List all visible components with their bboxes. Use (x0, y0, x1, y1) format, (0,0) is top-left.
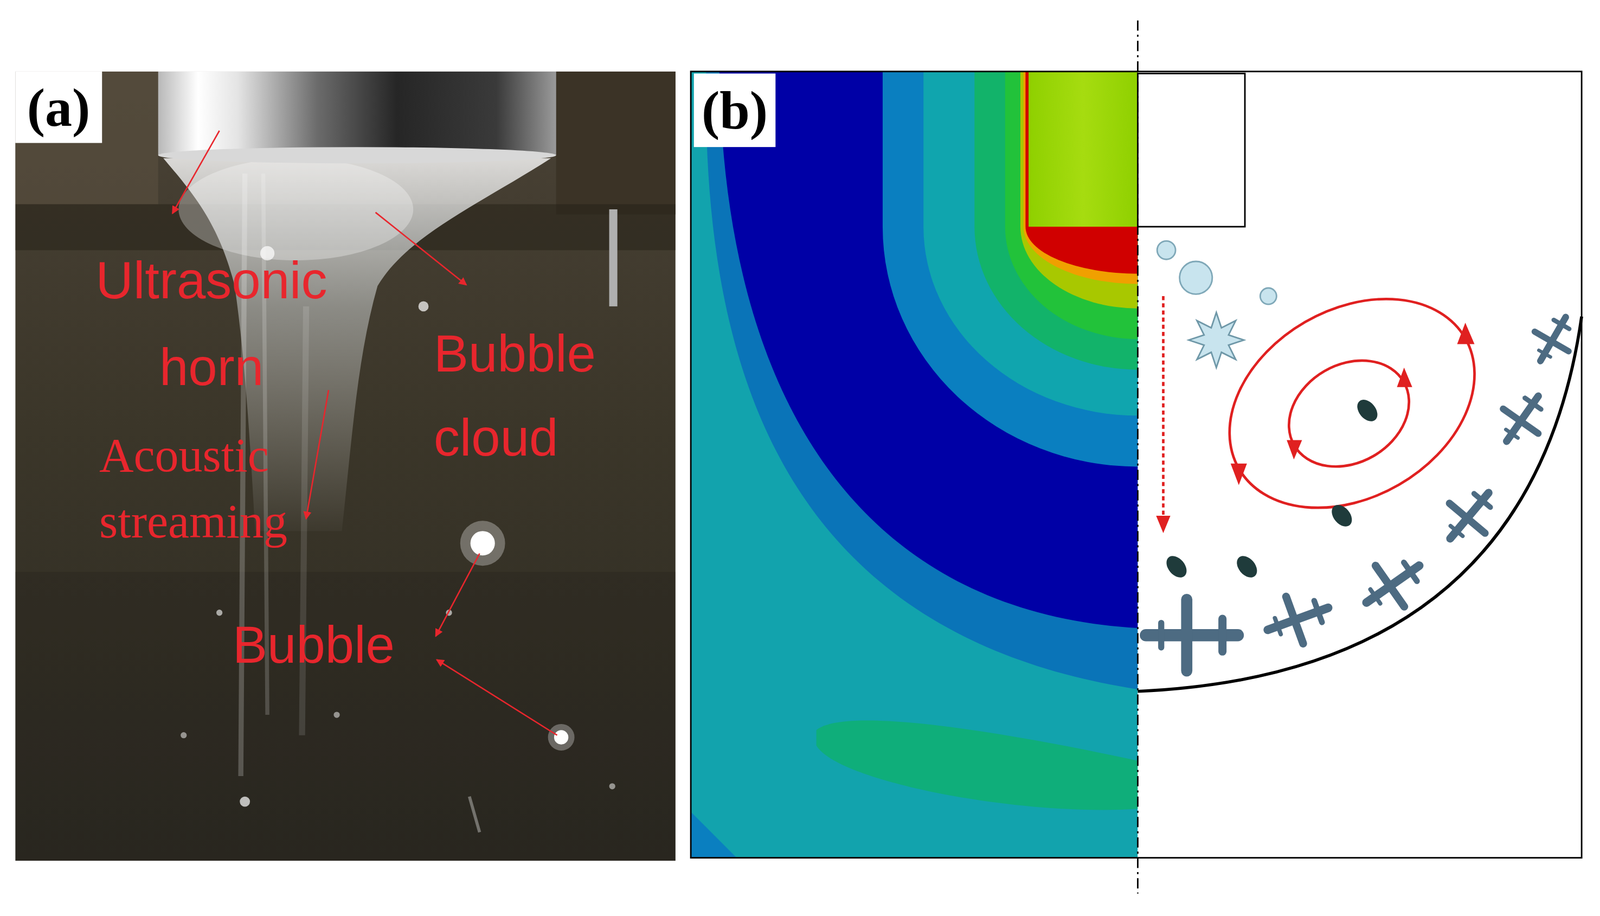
panel-letter: (b) (694, 79, 776, 142)
callout-label: Ultrasonic horn (81, 236, 342, 411)
callout-label: Acoustic streaming (99, 422, 317, 555)
callout-label: Bubble cloud (433, 311, 619, 480)
callout-label: Bubble (232, 614, 417, 675)
panel-letter: (a) (15, 76, 102, 139)
